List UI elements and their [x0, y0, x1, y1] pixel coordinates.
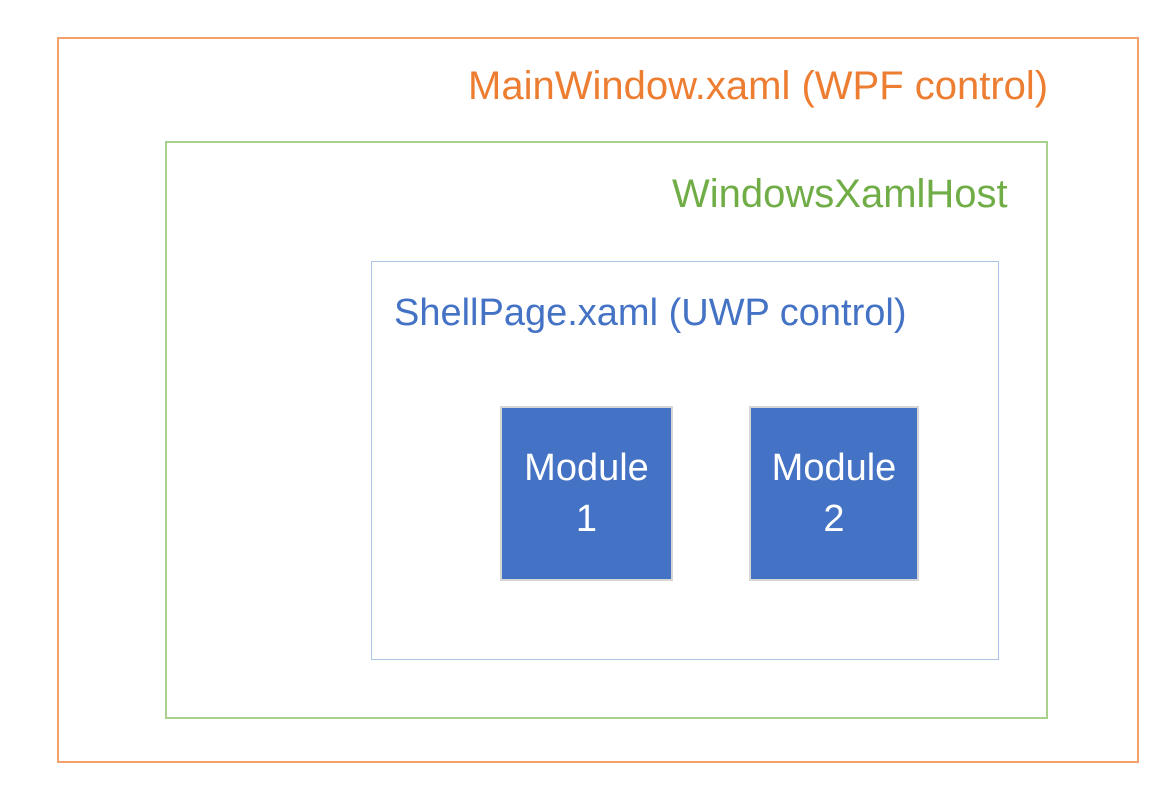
- module-2-label-line2: 2: [823, 497, 845, 540]
- module-1-box: Module 1: [500, 406, 673, 581]
- mainwindow-wpf-label: MainWindow.xaml (WPF control): [468, 64, 1049, 108]
- shellpage-uwp-label: ShellPage.xaml (UWP control): [394, 292, 907, 334]
- mainwindow-wpf-box: MainWindow.xaml (WPF control) WindowsXam…: [57, 37, 1139, 763]
- module-1-label-line1: Module: [524, 447, 649, 490]
- module-1-label-line2: 1: [575, 497, 598, 540]
- shellpage-uwp-box: ShellPage.xaml (UWP control) Module 1 Mo…: [371, 261, 999, 660]
- module-2-label-line1: Module: [771, 447, 897, 490]
- windowsxamlhost-box: WindowsXamlHost ShellPage.xaml (UWP cont…: [165, 141, 1048, 719]
- windowsxamlhost-label: WindowsXamlHost: [672, 172, 1008, 216]
- module-2-box: Module 2: [749, 406, 919, 581]
